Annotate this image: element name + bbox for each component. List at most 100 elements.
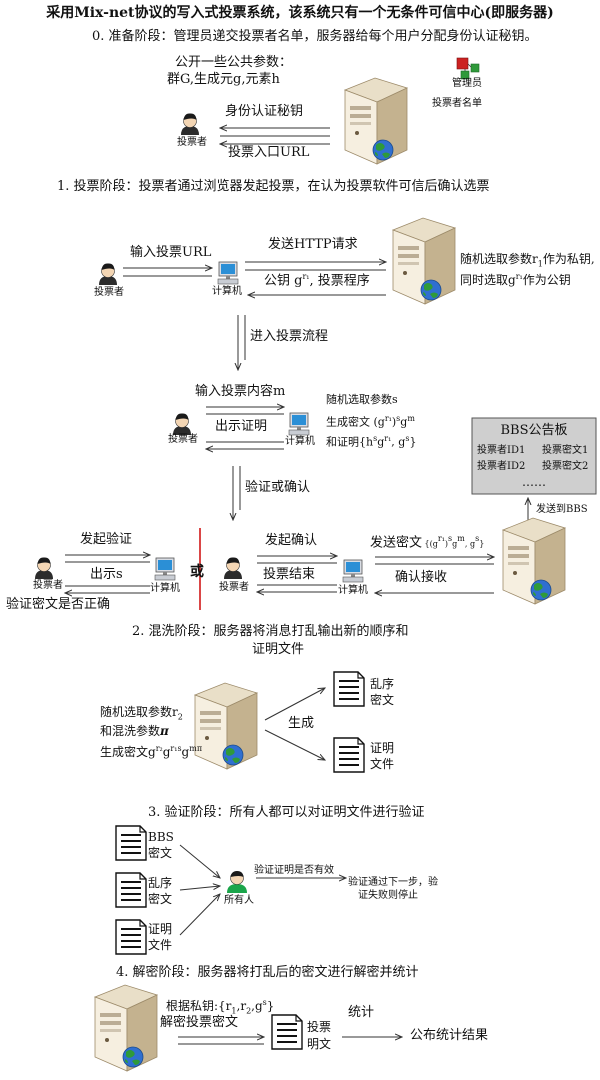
server-icon xyxy=(392,217,456,305)
computer-icon xyxy=(217,261,239,285)
voter-icon xyxy=(180,112,200,136)
doc-bbs-line1: BBS xyxy=(148,830,174,844)
gen-cipher-label: 生成密文 (gr₁)sgm xyxy=(326,414,415,429)
document-icon xyxy=(115,919,147,955)
bbs-cipher2: 投票密文2 xyxy=(542,461,589,472)
public-params-line1: 公开一些公共参数： xyxy=(175,55,293,70)
computer-label: 计算机 xyxy=(285,436,315,447)
arrow-label-input-content: 输入投票内容m xyxy=(195,384,286,399)
bbs-title: BBS公告板 xyxy=(500,423,568,438)
phase4-heading: 4. 解密阶段：服务器将打乱后的密文进行解密并统计 xyxy=(116,965,419,980)
everyone-label: 所有人 xyxy=(224,895,254,906)
send-to-bbs-label: 发送到BBS xyxy=(536,504,588,515)
public-params-line2: 群G,生成元g,元素h xyxy=(167,72,280,87)
rand-s-label: 随机选取参数s xyxy=(326,393,398,406)
phase2-heading-line1: 2. 混洗阶段：服务器将消息打乱输出新的顺序和 xyxy=(132,624,409,639)
diagram-title: 采用Mix-net协议的写入式投票系统，该系统只有一个无条件可信中心(即服务器) xyxy=(46,5,554,21)
document-icon xyxy=(333,671,365,707)
result-line1: 验证通过下一步，验 xyxy=(348,877,438,888)
server-icon xyxy=(94,984,158,1072)
arrow-label-vote-end: 投票结束 xyxy=(263,567,316,582)
doc-proof-line1: 证明 xyxy=(148,922,173,936)
phase1-heading: 1. 投票阶段：投票者通过浏览器发起投票，在认为投票软件可信后确认选票 xyxy=(57,179,490,194)
document-icon xyxy=(271,1014,303,1050)
arrow-bbs-everyone xyxy=(179,844,220,878)
arrow-label-send-http: 发送HTTP请求 xyxy=(268,237,358,252)
privkey-label: 根据私钥:{r1,r2,gs} xyxy=(166,998,275,1016)
computer-icon xyxy=(288,412,310,436)
voter-label: 投票者 xyxy=(177,137,207,148)
computer-icon xyxy=(342,559,364,583)
voter-list-label: 投票者名单 xyxy=(432,98,482,109)
bbs-voter-id1: 投票者ID1 xyxy=(477,445,526,456)
arrow-label-show-s: 出示s xyxy=(90,567,123,582)
verify-valid-label: 验证证明是否有效 xyxy=(254,865,334,876)
arrow-label-input-url: 输入投票URL xyxy=(130,245,212,260)
admin-icon xyxy=(456,57,480,80)
doc-shuffled-line2: 密文 xyxy=(148,892,173,906)
arrow-gen-shuffled xyxy=(264,688,325,721)
server-note-line2: 同时选取gr₁作为公钥 xyxy=(460,272,571,287)
arrow-label-show-proof: 出示证明 xyxy=(215,419,268,434)
voter-label: 投票者 xyxy=(33,580,63,591)
or-label: 或 xyxy=(190,564,204,580)
voter-label: 投票者 xyxy=(94,287,124,298)
gen-label: 生成 xyxy=(288,716,315,731)
verify-or-confirm-label: 验证或确认 xyxy=(245,480,311,495)
voter-icon xyxy=(34,556,54,580)
document-icon xyxy=(115,872,147,908)
server-icon xyxy=(194,682,258,770)
rand-r2-label: 随机选取参数r2 xyxy=(100,705,183,722)
admin-label: 管理员 xyxy=(452,78,482,89)
shuffle-param-label: 和混洗参数π xyxy=(100,724,169,738)
arrow-gen-proof xyxy=(264,729,325,760)
document-icon xyxy=(333,737,365,773)
phase2-heading-line2: 证明文件 xyxy=(252,642,305,657)
doc-proof-line2: 文件 xyxy=(148,938,173,952)
and-proof-label: 和证明{hsgr₁, gs} xyxy=(326,434,417,449)
doc-shuffled-line2: 密文 xyxy=(370,693,395,707)
stats-label: 统计 xyxy=(348,1005,375,1020)
arrow-label-auth-key: 身份认证秘钥 xyxy=(225,104,304,119)
voter-label: 投票者 xyxy=(219,582,249,593)
enter-flow-label: 进入投票流程 xyxy=(250,329,329,344)
arrow-label-start-confirm: 发起确认 xyxy=(265,533,318,548)
doc-plain-line2: 明文 xyxy=(307,1037,332,1051)
doc-shuffled-line1: 乱序 xyxy=(148,876,173,890)
arrow-label-send-cipher: 发送密文 {(gr₁)sgm, gs} xyxy=(370,534,485,551)
arrow-label-vote-url: 投票入口URL xyxy=(228,145,310,160)
gen-cipher2-label: 生成密文gr₂gr₁sgmπ xyxy=(100,744,203,759)
bbs-board xyxy=(471,417,597,495)
arrow-label-confirm-recv: 确认接收 xyxy=(395,570,448,585)
doc-plain-line1: 投票 xyxy=(307,1020,332,1034)
doc-bbs-line2: 密文 xyxy=(148,846,173,860)
computer-label: 计算机 xyxy=(338,585,368,596)
server-note-line1: 随机选取参数r1作为私钥, xyxy=(460,252,595,269)
phase0-heading: 0. 准备阶段：管理员递交投票者名单，服务器给每个用户分配身份认证秘钥。 xyxy=(92,29,538,44)
computer-icon xyxy=(154,557,176,581)
computer-label: 计算机 xyxy=(150,583,180,594)
bbs-cipher1: 投票密文1 xyxy=(542,445,589,456)
everyone-icon xyxy=(226,870,248,894)
arrow-label-start-verify: 发起验证 xyxy=(80,532,133,547)
bbs-voter-id2: 投票者ID2 xyxy=(477,461,526,472)
bbs-dots: …… xyxy=(522,475,546,489)
computer-label: 计算机 xyxy=(212,286,242,297)
voter-label: 投票者 xyxy=(168,434,198,445)
doc-proof-line1: 证明 xyxy=(370,741,395,755)
server-icon xyxy=(344,77,408,165)
result-line2: 证失败则停止 xyxy=(358,890,418,901)
doc-shuffled-line1: 乱序 xyxy=(370,677,395,691)
document-icon xyxy=(115,825,147,861)
voter-icon xyxy=(172,412,192,436)
arrow-shuffled-everyone xyxy=(179,886,220,891)
doc-proof-line2: 文件 xyxy=(370,757,395,771)
voter-icon xyxy=(223,556,243,580)
decrypt-label: 解密投票密文 xyxy=(160,1015,239,1030)
voter-icon xyxy=(98,262,118,286)
arrow-proof-everyone xyxy=(179,894,220,936)
phase3-heading: 3. 验证阶段：所有人都可以对证明文件进行验证 xyxy=(148,805,425,820)
arrow-label-pubkey: 公钥 gr₁, 投票程序 xyxy=(264,272,370,289)
verify-correct-label: 验证密文是否正确 xyxy=(6,597,111,612)
